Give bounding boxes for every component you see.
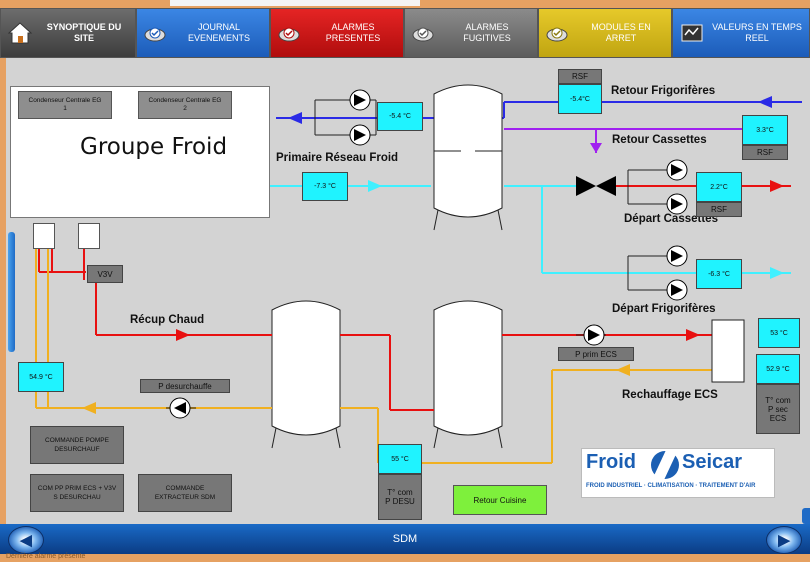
froid-seicar-logo: Froid Seicar FROID INDUSTRIEL · CLIMATIS… <box>581 448 775 498</box>
arrow-orange-2 <box>616 364 630 376</box>
value-depart-cass[interactable]: 2.2°C <box>696 172 742 202</box>
pump[interactable] <box>666 245 688 267</box>
tag-p-prim-ecs: P prim ECS <box>558 347 634 361</box>
nav-bar: SYNOPTIQUE DU SITE JOURNAL EVENEMENTS AL… <box>0 8 810 58</box>
pump[interactable] <box>666 279 688 301</box>
label-recup: Récup Chaud <box>130 314 205 326</box>
piping-diagram <box>35 84 802 464</box>
arrow-cyan-1 <box>368 180 382 192</box>
tab-label: VALEURS EN TEMPS REEL <box>712 22 802 43</box>
pump[interactable] <box>349 124 371 146</box>
status-bar: Dernière alarme présente <box>0 553 810 562</box>
arrow-red-3 <box>686 329 700 341</box>
command-com-pp-prim-ecs[interactable]: COM PP PRIM ECS + V3V S DESURCHAU <box>30 474 124 512</box>
tab-label: JOURNAL EVENEMENTS <box>187 22 250 43</box>
pump-prim-ecs[interactable] <box>576 324 606 346</box>
value-p-desu[interactable]: 55 °C <box>378 444 422 474</box>
label-depart-cass: Départ Cassettes <box>624 213 718 225</box>
alarm-icon <box>278 27 300 42</box>
home-icon <box>7 22 33 44</box>
tab-modules-arret[interactable]: MODULES EN ARRET <box>538 8 672 58</box>
arrow-purple <box>590 143 602 153</box>
value-primaire-bottom[interactable]: -7.3 °C <box>302 172 348 201</box>
tag-p-desurchauffe: P desurchauffe <box>140 379 230 393</box>
tag-t-com-p-desu: T° com P DESU <box>378 474 422 520</box>
arrow-cyan-2 <box>770 267 784 279</box>
side-panel-handle[interactable] <box>8 232 15 352</box>
arrow-left-icon: ◀ <box>20 532 32 549</box>
pump[interactable] <box>666 159 688 181</box>
three-way-valve[interactable] <box>576 176 616 196</box>
arrow-orange-1 <box>82 402 96 414</box>
bottom-bar: ◀ SDM ▶ <box>0 524 810 554</box>
label-depart-frig: Départ Frigorifères <box>612 303 716 315</box>
groupe-froid-title: Groupe Froid <box>80 134 228 160</box>
tag-rsf: RSF <box>742 145 788 160</box>
command-pompe-desurchauf[interactable]: COMMANDE POMPE DESURCHAUF <box>30 426 124 464</box>
arrow-right-icon: ▶ <box>778 532 790 549</box>
command-retour-cuisine[interactable]: Retour Cuisine <box>453 485 547 515</box>
tab-label: MODULES EN ARRET <box>591 22 651 43</box>
tab-label: ALARMES FUGITIVES <box>463 22 511 43</box>
label-rechauffage: Rechauffage ECS <box>622 389 718 401</box>
logo-swoosh-icon <box>651 451 679 479</box>
tab-valeurs-temps-reel[interactable]: VALEURS EN TEMPS REEL <box>672 8 810 58</box>
status-text: Dernière alarme présente <box>6 553 86 560</box>
arrow-red-2 <box>176 329 190 341</box>
edge-tab-icon[interactable] <box>802 508 810 524</box>
logo-brand-left: Froid <box>586 451 636 473</box>
label-retour-frig: Retour Frigorifères <box>611 85 716 97</box>
tank-froid <box>433 84 503 231</box>
top-strip <box>170 0 420 6</box>
tank-ecs <box>433 300 503 449</box>
line-depart <box>268 185 791 274</box>
realtime-icon <box>681 24 703 42</box>
tag-rsf: RSF <box>558 69 602 84</box>
journal-icon <box>144 27 166 42</box>
tab-label: ALARMES PRESENTES <box>325 22 381 43</box>
next-page-button[interactable]: ▶ <box>766 526 802 554</box>
value-ecs-out[interactable]: 53 °C <box>758 318 800 348</box>
command-extracteur-sdm[interactable]: COMMANDE EXTRACTEUR SDM <box>138 474 232 512</box>
page-title: SDM <box>392 533 418 545</box>
value-retour-cass[interactable]: 3.3°C <box>742 115 788 145</box>
arrow-red-1 <box>770 180 784 192</box>
tab-journal[interactable]: JOURNAL EVENEMENTS <box>136 8 270 58</box>
value-primaire-top[interactable]: -5.4 °C <box>377 102 423 131</box>
value-retour-frig[interactable]: -5.4°C <box>558 84 602 114</box>
label-primaire: Primaire Réseau Froid <box>276 152 399 164</box>
logo-tagline: FROID INDUSTRIEL · CLIMATISATION · TRAIT… <box>586 483 756 489</box>
condenseur-2[interactable]: Condenseur Centrale EG 2 <box>138 91 232 119</box>
fugitive-icon <box>412 27 434 42</box>
tab-synoptique[interactable]: SYNOPTIQUE DU SITE <box>0 8 136 58</box>
tag-rsf: RSF <box>696 202 742 217</box>
label-retour-cass: Retour Cassettes <box>612 134 707 146</box>
value-depart-frig[interactable]: -6.3 °C <box>696 259 742 289</box>
tag-t-com-p-sec: T° com P sec ECS <box>756 384 800 434</box>
value-left-temp[interactable]: 54.9 °C <box>18 362 64 392</box>
arrow-blue-1 <box>758 96 772 108</box>
previous-page-button[interactable]: ◀ <box>8 526 44 554</box>
tab-alarmes-fugitives[interactable]: ALARMES FUGITIVES <box>404 8 538 58</box>
logo-brand-right: Seicar <box>682 451 743 473</box>
condenseur-1[interactable]: Condenseur Centrale EG 1 <box>18 91 112 119</box>
arrow-blue-2 <box>288 112 302 124</box>
pump[interactable] <box>349 89 371 111</box>
value-ecs-sec[interactable]: 52.9 °C <box>756 354 800 384</box>
modules-icon <box>546 27 568 42</box>
tab-label: SYNOPTIQUE DU SITE <box>46 22 122 43</box>
tank-recup <box>271 300 341 449</box>
heat-exchanger <box>711 319 745 383</box>
sensor-box <box>33 223 55 249</box>
synoptic-canvas: Condenseur Centrale EG 1 Condenseur Cent… <box>6 58 810 524</box>
pump-desurchauffe[interactable] <box>166 397 196 419</box>
tab-alarmes-presentes[interactable]: ALARMES PRESENTES <box>270 8 404 58</box>
tag-v3v: V3V <box>87 265 123 283</box>
pump[interactable] <box>666 193 688 215</box>
sensor-box <box>78 223 100 249</box>
